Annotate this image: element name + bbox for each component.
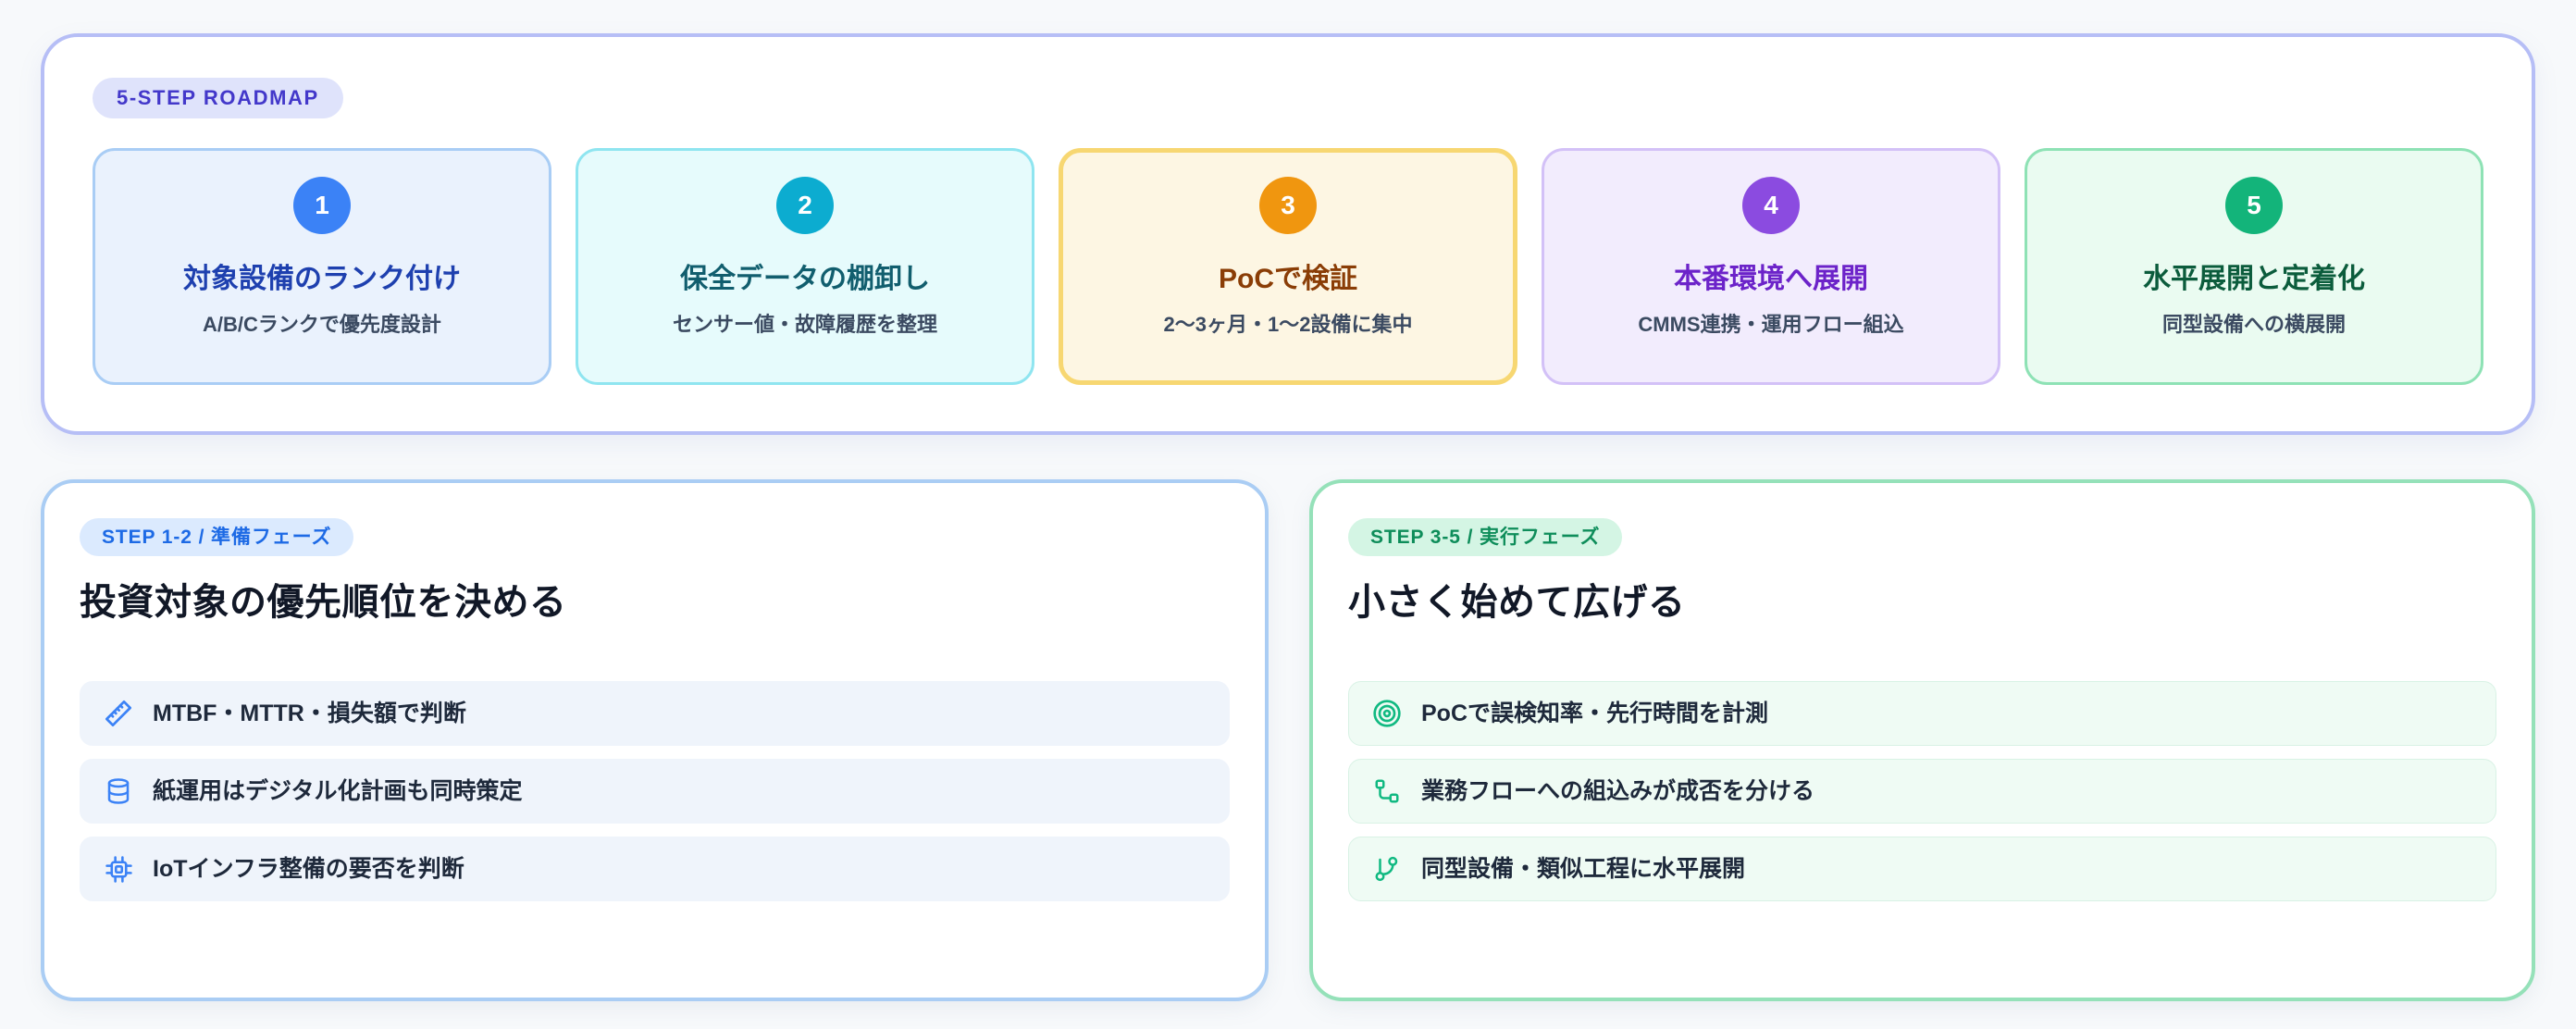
roadmap-badge: 5-STEP ROADMAP	[93, 78, 343, 118]
prep-phase-panel: STEP 1-2 / 準備フェーズ 投資対象の優先順位を決める MTBF・MTT…	[41, 479, 1269, 1001]
list-item[interactable]: 同型設備・類似工程に水平展開	[1348, 837, 2496, 902]
prep-phase-item-list: MTBF・MTTR・損失額で判断 紙運用はデジタル化計画も同時策定	[80, 681, 1230, 902]
step-title-5: 水平展開と定着化	[2143, 264, 2365, 294]
database-icon	[103, 775, 134, 807]
step-number-badge-5: 5	[2225, 177, 2283, 234]
step-desc-1: A/B/Cランクで優先度設計	[203, 312, 441, 336]
step-number-badge-2: 2	[776, 177, 834, 234]
ruler-icon	[103, 698, 134, 729]
list-item-label: IoTインフラ整備の要否を判断	[153, 856, 464, 883]
step-title-3: PoCで検証	[1219, 264, 1357, 294]
step-card-5[interactable]: 5 水平展開と定着化 同型設備への横展開	[2025, 148, 2483, 385]
list-item[interactable]: MTBF・MTTR・損失額で判断	[80, 681, 1230, 747]
cpu-chip-icon	[103, 853, 134, 885]
list-item-label: 紙運用はデジタル化計画も同時策定	[153, 778, 523, 805]
step-desc-5: 同型設備への横展開	[2161, 312, 2346, 336]
step-desc-4: CMMS連携・運用フロー組込	[1638, 312, 1904, 336]
step-desc-2: センサー値・故障履歴を整理	[672, 312, 937, 336]
git-branch-icon	[1371, 853, 1403, 885]
step-card-4[interactable]: 4 本番環境へ展開 CMMS連携・運用フロー組込	[1542, 148, 2000, 385]
roadmap-panel: 5-STEP ROADMAP 1 対象設備のランク付け A/B/Cランクで優先度…	[41, 33, 2535, 435]
exec-phase-panel: STEP 3-5 / 実行フェーズ 小さく始めて広げる PoCで誤検知率・先行時…	[1309, 479, 2535, 1001]
exec-phase-title: 小さく始めて広げる	[1348, 582, 1686, 623]
step-title-2: 保全データの棚卸し	[680, 264, 930, 294]
prep-phase-title: 投資対象の優先順位を決める	[80, 582, 567, 623]
exec-phase-badge: STEP 3-5 / 実行フェーズ	[1348, 518, 1623, 556]
list-item-label: 業務フローへの組込みが成否を分ける	[1421, 778, 1815, 805]
list-item[interactable]: IoTインフラ整備の要否を判断	[80, 837, 1230, 902]
exec-phase-item-list: PoCで誤検知率・先行時間を計測 業務フローへの組込みが成否を分ける	[1348, 681, 2496, 902]
step-number-badge-4: 4	[1742, 177, 1800, 234]
step-title-1: 対象設備のランク付け	[183, 264, 461, 294]
step-card-3[interactable]: 3 PoCで検証 2〜3ヶ月・1〜2設備に集中	[1059, 148, 1517, 385]
target-icon	[1371, 698, 1403, 729]
list-item[interactable]: PoCで誤検知率・先行時間を計測	[1348, 681, 2496, 747]
phase-panel-row: STEP 1-2 / 準備フェーズ 投資対象の優先順位を決める MTBF・MTT…	[41, 479, 2535, 1001]
list-item-label: 同型設備・類似工程に水平展開	[1421, 856, 1746, 883]
step-card-1[interactable]: 1 対象設備のランク付け A/B/Cランクで優先度設計	[93, 148, 551, 385]
list-item[interactable]: 紙運用はデジタル化計画も同時策定	[80, 759, 1230, 824]
step-number-badge-1: 1	[293, 177, 351, 234]
workflow-icon	[1371, 775, 1403, 807]
list-item[interactable]: 業務フローへの組込みが成否を分ける	[1348, 759, 2496, 824]
prep-phase-badge: STEP 1-2 / 準備フェーズ	[80, 518, 354, 556]
step-card-list: 1 対象設備のランク付け A/B/Cランクで優先度設計 2 保全データの棚卸し …	[93, 148, 2483, 385]
step-card-2[interactable]: 2 保全データの棚卸し センサー値・故障履歴を整理	[576, 148, 1034, 385]
list-item-label: MTBF・MTTR・損失額で判断	[153, 700, 466, 727]
step-desc-3: 2〜3ヶ月・1〜2設備に集中	[1163, 312, 1413, 336]
step-title-4: 本番環境へ展開	[1674, 264, 1868, 294]
step-number-badge-3: 3	[1259, 177, 1317, 234]
list-item-label: PoCで誤検知率・先行時間を計測	[1421, 700, 1769, 727]
